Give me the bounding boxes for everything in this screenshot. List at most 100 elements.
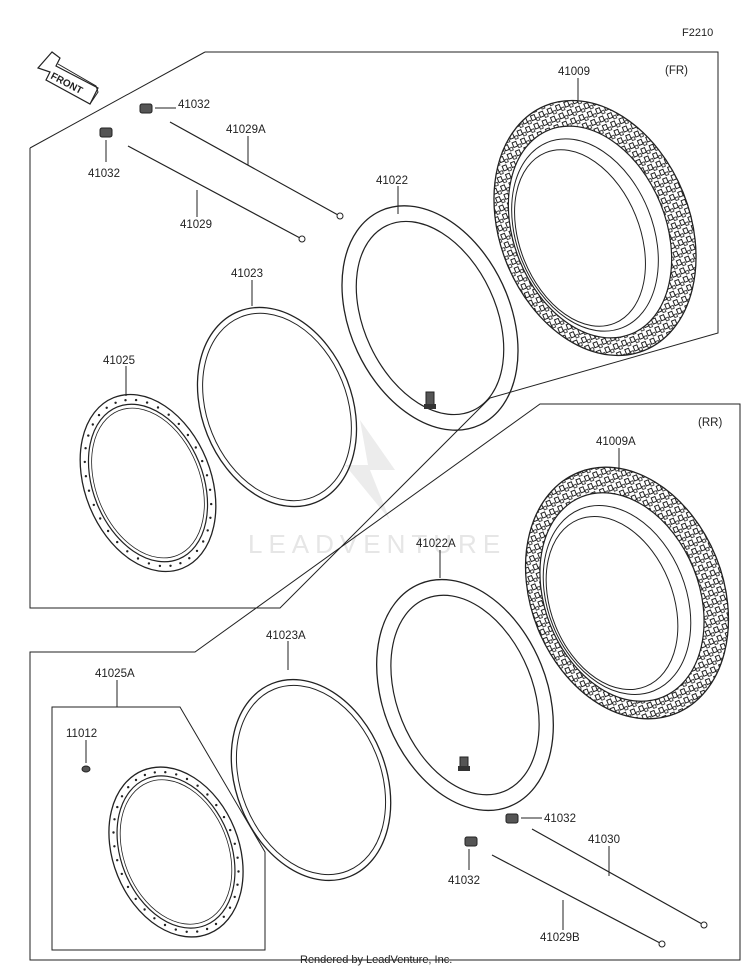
part-label-41032-c: 41032	[544, 813, 576, 825]
spoke-hole	[113, 818, 116, 821]
part-label-41009: 41009	[558, 66, 590, 78]
spoke-hole	[179, 562, 182, 565]
part-label-41025: 41025	[103, 355, 135, 367]
spoke-hole	[83, 460, 87, 464]
spoke-hole	[169, 564, 172, 567]
part-label-41032-d: 41032	[448, 875, 480, 887]
part-label-11012: 11012	[66, 728, 97, 740]
spoke-hole	[214, 922, 218, 926]
part-label-41022: 41022	[376, 175, 408, 187]
front-rim-band	[196, 306, 358, 508]
spoke-hole	[145, 401, 149, 404]
spoke-hole	[206, 529, 209, 532]
spoke-41030	[531, 828, 708, 929]
spoke-hole	[205, 927, 209, 931]
spoke-hole	[186, 433, 190, 437]
rear-rim-holes	[112, 771, 240, 933]
spoke-hole	[158, 564, 162, 568]
spoke-hole	[106, 529, 110, 533]
section-rear-label: (RR)	[698, 417, 722, 429]
spoke-hole	[87, 489, 91, 492]
spoke-hole	[177, 422, 180, 426]
spoke-hole	[206, 793, 209, 796]
spoke-hole	[209, 516, 212, 519]
spoke-hole	[143, 773, 147, 777]
spoke-41029a	[169, 121, 344, 220]
spoke-hole	[196, 784, 199, 787]
front-arrow-icon: FRONT	[36, 51, 99, 105]
spoke-hole	[175, 773, 178, 776]
part-label-41023: 41023	[231, 268, 263, 280]
spoke-hole	[208, 488, 212, 491]
part-label-41029b: 41029B	[540, 932, 580, 944]
spoke-hole	[195, 549, 199, 553]
front-section-border	[205, 51, 719, 399]
spoke-hole	[202, 540, 205, 543]
spoke-hole	[91, 423, 95, 426]
part-label-41029a: 41029A	[226, 124, 266, 136]
spoke-hole	[188, 557, 191, 560]
spoke-hole	[196, 930, 199, 933]
spoke-41029b	[491, 854, 666, 948]
spoke-hole	[84, 475, 88, 478]
spoke-hole	[134, 778, 138, 782]
front-tire	[493, 99, 697, 357]
spoke-hole	[113, 845, 116, 848]
spoke-hole	[185, 777, 189, 781]
watermark: LEADVENTURE	[248, 420, 506, 559]
spoke-hole	[153, 917, 156, 920]
spoke-hole	[124, 399, 127, 402]
part-label-41022a: 41022A	[416, 538, 456, 550]
rear-section-border	[29, 403, 741, 961]
spoke-hole	[127, 786, 130, 789]
spoke-hole	[205, 474, 209, 477]
spoke-hole	[112, 831, 115, 834]
spoke-hole	[163, 923, 167, 927]
spoke-hole	[185, 930, 188, 933]
part-label-41023a: 41023A	[266, 630, 306, 642]
rear-tire	[524, 466, 730, 720]
spoke-hole	[228, 906, 232, 909]
watermark-text: LEADVENTURE	[248, 529, 506, 559]
spoke-hole	[194, 446, 197, 449]
spoke-hole	[136, 557, 140, 560]
rear-rim-band	[230, 678, 392, 882]
spoke-hole	[97, 413, 101, 417]
spoke-hole	[215, 803, 218, 807]
spoke-hole	[164, 771, 167, 774]
spoke-hole	[120, 872, 124, 876]
spoke-hole	[222, 915, 225, 918]
spoke-hole	[84, 447, 87, 450]
spoke-hole	[134, 897, 137, 901]
spoke-hole	[134, 398, 138, 402]
spoke-hole	[237, 870, 240, 873]
spoke-hole	[147, 562, 151, 565]
rear-rim	[108, 766, 244, 938]
section-front-label: (FR)	[665, 65, 688, 77]
spoke-hole	[87, 434, 90, 437]
part-label-41025a: 41025A	[95, 668, 135, 680]
spoke-hole	[143, 908, 146, 911]
spoke-hole	[116, 805, 119, 809]
front-rim-holes	[83, 398, 213, 568]
rim-plug	[81, 765, 91, 773]
part-label-41032-a: 41032	[178, 99, 210, 111]
nipple-rear-upper	[505, 813, 519, 824]
spoke-hole	[229, 828, 232, 832]
rim-kit-box	[51, 706, 266, 951]
front-tube	[341, 205, 519, 431]
spoke-hole	[210, 502, 213, 506]
spoke-hole	[120, 795, 124, 798]
spoke-hole	[174, 928, 177, 931]
nipple-rear-lower	[464, 836, 478, 847]
spoke-41029	[127, 145, 306, 243]
spoke-hole	[201, 459, 204, 463]
spoke-hole	[116, 540, 119, 544]
front-rim	[79, 393, 217, 573]
nipple-front-upper	[139, 103, 153, 114]
spoke-hole	[233, 842, 236, 845]
spoke-hole	[156, 406, 160, 409]
part-label-41032-b: 41032	[88, 168, 120, 180]
rear-tube	[376, 578, 554, 812]
spoke-hole	[236, 856, 239, 859]
